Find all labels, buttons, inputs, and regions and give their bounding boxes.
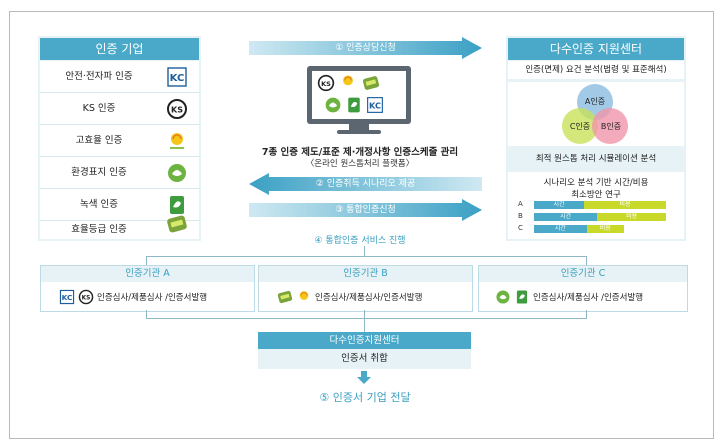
eco-label-icon	[168, 164, 186, 182]
consultation-label: ① 인증상담신청	[335, 43, 396, 53]
distribution-line	[146, 256, 586, 257]
agency-a-rise	[146, 310, 147, 319]
ks-mark-icon: KS	[317, 74, 335, 92]
cert-label: 고효율 인증	[75, 135, 123, 146]
scenario-label: ② 인증취득 시나리오 제공	[315, 179, 416, 189]
agency-b-tasks: 인증심사/제품심사/인증서발행	[315, 293, 423, 303]
agency-a-drop	[146, 256, 147, 265]
agency-b: 인증기관 B 인증심사/제품심사/인증서발행	[258, 265, 473, 312]
bar-row-label: A	[518, 200, 523, 208]
cert-label: KS 인증	[82, 103, 116, 114]
svg-text:KC: KC	[170, 73, 185, 84]
agency-a-tasks: 인증심사/제품심사 /인증서발행	[97, 293, 208, 303]
venn-label-c: C인증	[569, 122, 591, 131]
center-task: 인증서 취합	[258, 349, 471, 369]
center-title: 다수인증지원센터	[258, 332, 471, 349]
down-arrow-icon	[357, 371, 371, 384]
time-bar: 시간	[534, 201, 585, 209]
cert-row-kc: 안전·전자파 인증 KC	[40, 61, 199, 93]
platform-title: 7종 인증 제도/표준 제·개정사항 인증스케줄 관리	[261, 147, 459, 158]
venn-label-b: B인증	[600, 122, 622, 131]
kc-mark-icon: KC	[167, 67, 187, 87]
support-center-header: 다수인증 지원센터	[508, 38, 684, 60]
agency-c-tasks: 인증심사/제품심사 /인증서발행	[533, 293, 644, 303]
svg-text:KS: KS	[171, 106, 183, 115]
agency-b-rise	[364, 310, 365, 332]
cost-bar: 비용	[584, 201, 666, 209]
green-certification-icon	[516, 290, 528, 304]
final-delivery-label: ⑤ 인증서 기업 전달	[319, 391, 411, 404]
collect-line	[146, 318, 586, 319]
cert-label: 환경표지 인증	[71, 167, 127, 178]
simulation-analysis: 최적 원스톱 처리 시뮬레이션 분석	[508, 149, 684, 169]
cert-label: 안전·전자파 인증	[65, 71, 133, 82]
efficiency-grade-icon	[167, 215, 187, 233]
efficiency-grade-icon	[362, 76, 380, 90]
agency-c-rise	[586, 310, 587, 319]
cert-row-efficiency-grade: 효율등급 인증	[40, 221, 199, 239]
efficiency-grade-icon	[277, 290, 293, 304]
distribution-line-drop	[364, 246, 365, 257]
scenario-arrow: ② 인증취득 시나리오 제공	[249, 173, 482, 195]
svg-text:KS: KS	[82, 296, 91, 302]
agency-b-title: 인증기관 B	[259, 266, 472, 282]
integrated-application-label: ③ 통합인증신청	[335, 205, 396, 215]
cost-bar: 비용	[597, 213, 666, 221]
agency-a-title: 인증기관 A	[41, 266, 254, 282]
consultation-arrow: ① 인증상담신청	[249, 37, 482, 59]
svg-text:KC: KC	[369, 100, 381, 110]
bar-row-label: C	[518, 224, 523, 232]
agency-a: 인증기관 A KC KS 인증심사/제품심사 /인증서발행	[40, 265, 255, 312]
scenario-line-1: 시나리오 분석 기반 시간/비용	[543, 178, 649, 188]
svg-text:KS: KS	[321, 80, 331, 88]
high-efficiency-mark-icon	[299, 291, 309, 300]
venn-circle-b	[592, 108, 628, 144]
green-certification-icon	[348, 97, 360, 113]
eco-label-icon	[496, 290, 510, 304]
cert-label: 효율등급 인증	[71, 224, 127, 235]
service-progress-label: ④ 통합인증 서비스 진행	[314, 236, 406, 246]
ks-mark-icon: KS	[167, 99, 187, 119]
cert-row-green: 녹색 인증	[40, 189, 199, 221]
svg-text:KC: KC	[62, 293, 73, 302]
cost-bar: 비용	[586, 225, 624, 233]
cert-row-ks: KS 인증 KS	[40, 93, 199, 125]
high-efficiency-mark-icon	[170, 133, 184, 149]
agency-c: 인증기관 C 인증심사/제품심사 /인증서발행	[478, 265, 688, 312]
green-certification-icon	[170, 196, 184, 214]
agency-c-drop	[586, 256, 587, 265]
venn-label-a: A인증	[584, 97, 606, 106]
kc-mark-icon: KC	[367, 97, 383, 113]
kc-mark-icon: KC	[59, 289, 75, 305]
integrated-application-arrow: ③ 통합인증신청	[249, 199, 482, 221]
cert-label: 녹색 인증	[80, 199, 118, 210]
cert-row-eco: 환경표지 인증	[40, 157, 199, 189]
platform-subtitle: 〈온라인 원스톱처리 플랫폼〉	[305, 159, 415, 169]
scenario-line-2: 최소방안 연구	[571, 190, 621, 200]
high-efficiency-mark-icon	[343, 75, 353, 86]
ks-mark-icon: KS	[78, 289, 94, 305]
time-bar: 시간	[534, 213, 598, 221]
bar-row-label: B	[518, 212, 523, 220]
eco-label-icon	[325, 97, 341, 113]
company-header: 인증 기업	[40, 38, 199, 60]
cert-row-high-efficiency: 고효율 인증	[40, 125, 199, 157]
time-bar: 시간	[534, 225, 587, 233]
agency-c-title: 인증기관 C	[479, 266, 687, 282]
requirement-analysis: 인증(면제) 요건 분석(법령 및 표준해석)	[508, 61, 684, 79]
